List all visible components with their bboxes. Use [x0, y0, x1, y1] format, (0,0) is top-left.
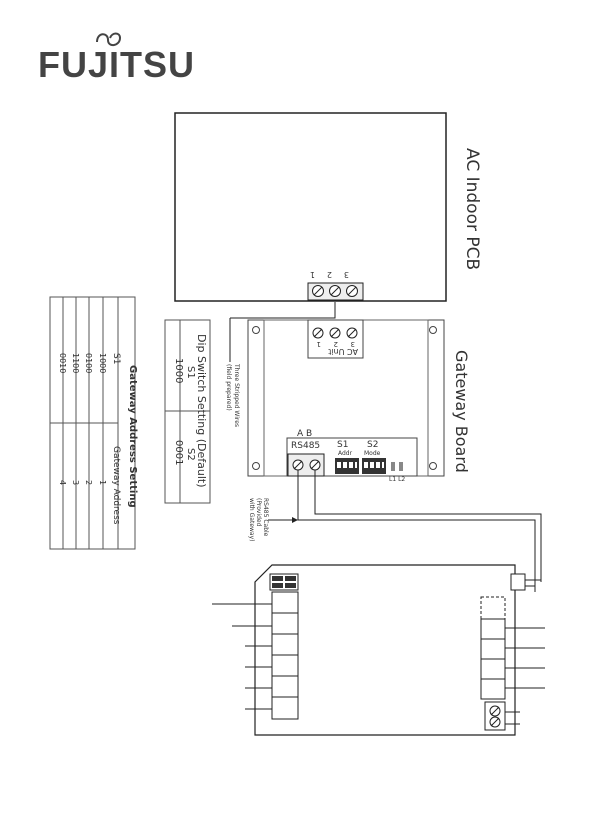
- s1-dip-switch: [335, 458, 359, 474]
- address-row-1-addr: 1: [98, 480, 107, 485]
- s2-sub-label: Mode: [364, 450, 381, 457]
- ac-pcb-title: AC Indoor PCB: [462, 148, 482, 270]
- ac-pcb-terminal-1: 1: [310, 270, 315, 279]
- s1-label: S1: [337, 440, 348, 450]
- gateway-ac-terminal-1: 1: [317, 340, 321, 348]
- rs485-cable-note-3: with Gateway): [248, 498, 255, 541]
- ac-pcb-terminal-block: [308, 283, 363, 300]
- address-row-2-s1: 0100: [84, 353, 93, 373]
- address-table-addr-header: Gateway Address: [111, 446, 121, 525]
- s2-dip-switch: [362, 458, 386, 474]
- three-wires-lead: [230, 302, 335, 318]
- gateway-ac-terminal-2: 2: [334, 340, 338, 348]
- controller-rs485-connector: [511, 574, 541, 590]
- dip-table-s2-header: S2: [185, 448, 196, 461]
- address-row-2-addr: 2: [84, 480, 93, 485]
- dip-table-s1-value: 1000: [173, 358, 184, 383]
- ac-pcb-terminal-3: 3: [344, 270, 349, 279]
- controller-power-terminal: [485, 702, 505, 730]
- ac-unit-label: AC Unit: [328, 347, 358, 356]
- dip-table-s2-value: 0001: [173, 440, 184, 465]
- rs485-terminal-block: [288, 454, 324, 476]
- gateway-ac-terminals: [313, 328, 357, 338]
- leds-label: L1 L2: [389, 476, 405, 483]
- address-table-s1-header: S1: [111, 353, 121, 364]
- s1-sub-label: Addr: [338, 450, 353, 457]
- address-row-3-s1: 1100: [71, 353, 80, 373]
- gateway-ac-terminal-3: 3: [351, 340, 355, 348]
- rs485-cable-note-2: (Provided: [255, 498, 262, 527]
- controller-right-terminal-strip: [481, 597, 505, 699]
- dip-table-title: Dip Switch Setting (Default): [195, 334, 208, 488]
- address-row-4-s1: 0010: [58, 353, 67, 373]
- address-row-4-addr: 4: [58, 480, 67, 485]
- controller-top-connectors: [270, 574, 298, 590]
- rs485-cable-note-1: RS485 Cable: [262, 498, 269, 537]
- three-wires-note-1: Three Stripped Wires: [233, 363, 240, 427]
- address-row-1-s1: 1000: [98, 353, 107, 373]
- controller-left-terminal-strip: [272, 592, 298, 719]
- address-table: [50, 297, 135, 549]
- ac-pcb-terminal-2: 2: [327, 270, 332, 279]
- three-wires-note-2: (field prepared): [225, 364, 232, 411]
- gateway-board-title: Gateway Board: [452, 350, 471, 473]
- address-row-3-addr: 3: [71, 480, 80, 485]
- address-table-title: Gateway Address Setting: [127, 365, 138, 508]
- rs485-label: RS485: [291, 441, 320, 451]
- s2-label: S2: [367, 440, 378, 450]
- dip-table-s1-header: S1: [185, 366, 196, 379]
- rs485-ab-label: A B: [297, 429, 312, 439]
